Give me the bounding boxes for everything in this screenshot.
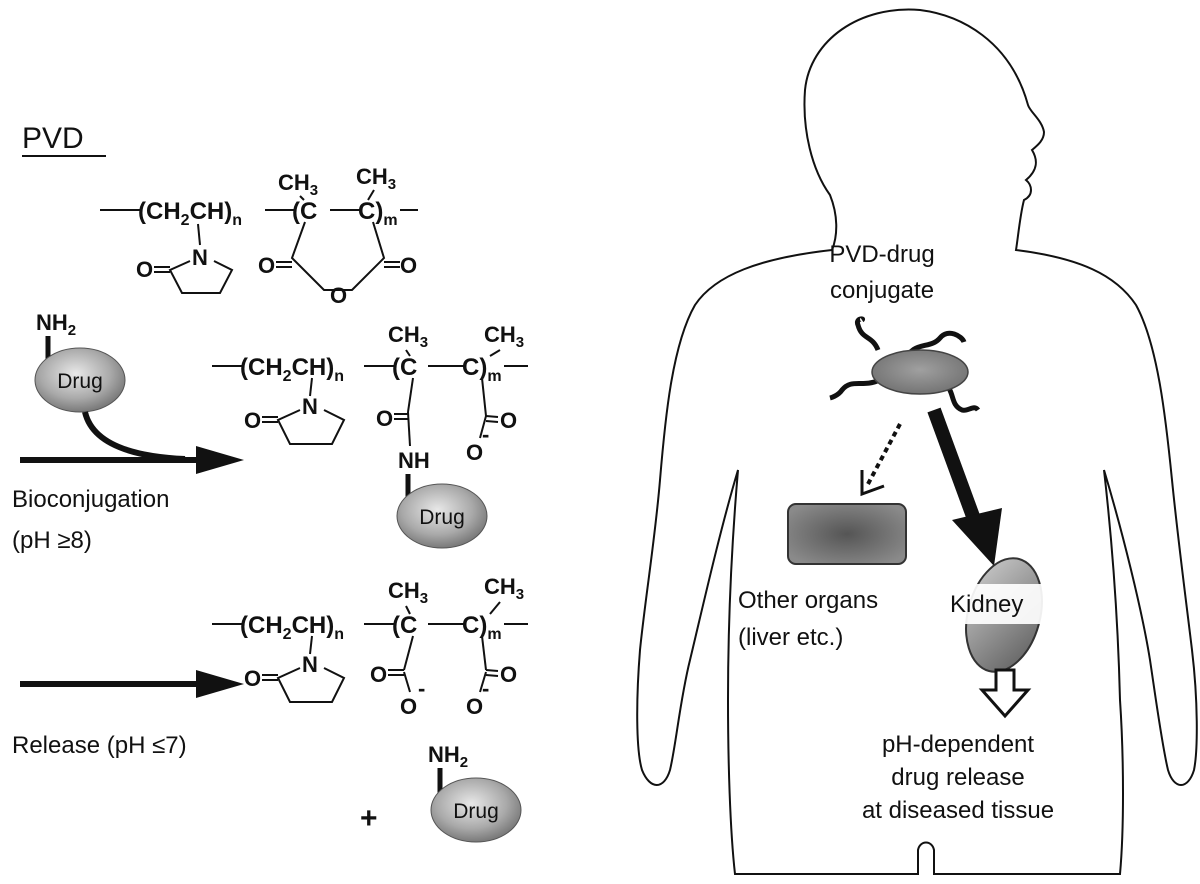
dotted-arrow-other-organs	[866, 423, 902, 485]
bold-arrow-kidney	[927, 407, 985, 533]
svg-text:NH2: NH2	[36, 310, 76, 339]
svg-text:(C: (C	[392, 354, 417, 381]
svg-text:N: N	[192, 245, 208, 270]
other-organs-box	[787, 503, 907, 565]
svg-text:NH: NH	[398, 448, 430, 473]
structure-pvd: (CH2CH)n (C C)m CH3 CH3 N O O O O	[100, 164, 418, 308]
plus-sign: +	[360, 802, 378, 835]
svg-text:O: O	[330, 283, 347, 308]
svg-text:Drug: Drug	[453, 800, 499, 823]
svg-text:O: O	[500, 662, 517, 687]
svg-text:CH3: CH3	[484, 322, 524, 351]
svg-text:O: O	[258, 253, 275, 278]
drug-label: Drug	[57, 370, 103, 393]
svg-text:O: O	[136, 257, 153, 282]
svg-text:O: O	[244, 666, 261, 691]
drug-nh2-product: NH2 Drug	[428, 742, 522, 843]
release-text-1: pH-dependent	[882, 731, 1034, 758]
svg-text:(C: (C	[392, 612, 417, 639]
svg-text:O: O	[466, 440, 483, 465]
svg-text:(CH2CH)n: (CH2CH)n	[240, 612, 344, 643]
svg-text:O: O	[376, 406, 393, 431]
svg-text:O: O	[400, 253, 417, 278]
svg-text:CH3: CH3	[356, 164, 396, 193]
bold-arrow-head	[952, 508, 1002, 566]
svg-text:C)m: C)m	[358, 198, 398, 229]
svg-text:O: O	[466, 694, 483, 719]
conjugate-particle	[829, 316, 981, 413]
svg-text:N: N	[302, 652, 318, 677]
drug-nh2-reactant: NH2 Drug	[34, 310, 126, 413]
bioconjugation-label: Bioconjugation	[12, 486, 169, 513]
svg-text:CH3: CH3	[484, 574, 524, 603]
svg-text:CH3: CH3	[278, 170, 318, 199]
svg-text:O: O	[244, 408, 261, 433]
dotted-arrow-head	[860, 470, 885, 497]
structure-released: (CH2CH)n (C C)m CH3 CH3 N O O O - O O -	[212, 574, 528, 719]
svg-text:O: O	[370, 662, 387, 687]
release-text-3: at diseased tissue	[862, 797, 1054, 824]
svg-text:C)m: C)m	[462, 354, 502, 385]
other-organs-label-2: (liver etc.)	[738, 624, 843, 651]
conjugate-label-2: conjugate	[830, 277, 934, 304]
svg-text:C)m: C)m	[462, 612, 502, 643]
svg-text:(C: (C	[292, 198, 317, 225]
hollow-down-arrow	[978, 668, 1032, 719]
release-label: Release (pH ≤7)	[12, 732, 187, 759]
svg-text:O: O	[400, 694, 417, 719]
svg-text:CH3: CH3	[388, 322, 428, 351]
svg-text:CH3: CH3	[388, 578, 428, 607]
svg-text:(CH2CH)n: (CH2CH)n	[240, 354, 344, 385]
body-outline	[636, 8, 1198, 875]
svg-text:-: -	[482, 422, 489, 447]
title: PVD	[22, 122, 84, 155]
svg-text:O: O	[500, 408, 517, 433]
other-organs-label-1: Other organs	[738, 587, 878, 614]
kidney-label: Kidney	[950, 591, 1023, 618]
structure-conjugate: (CH2CH)n (C C)m CH3 CH3 N O O NH Drug O …	[212, 322, 528, 549]
release-arrow	[20, 670, 244, 698]
svg-text:NH2: NH2	[428, 742, 468, 771]
svg-text:(CH2CH)n: (CH2CH)n	[138, 198, 242, 229]
release-text-2: drug release	[891, 764, 1024, 791]
svg-text:-: -	[418, 676, 425, 701]
svg-text:N: N	[302, 394, 318, 419]
bioconjugation-ph-label: (pH ≥8)	[12, 527, 92, 554]
svg-text:-: -	[482, 676, 489, 701]
svg-text:Drug: Drug	[419, 506, 465, 529]
conjugate-label-1: PVD-drug	[829, 241, 934, 268]
bioconjugation-arrow	[20, 411, 244, 474]
